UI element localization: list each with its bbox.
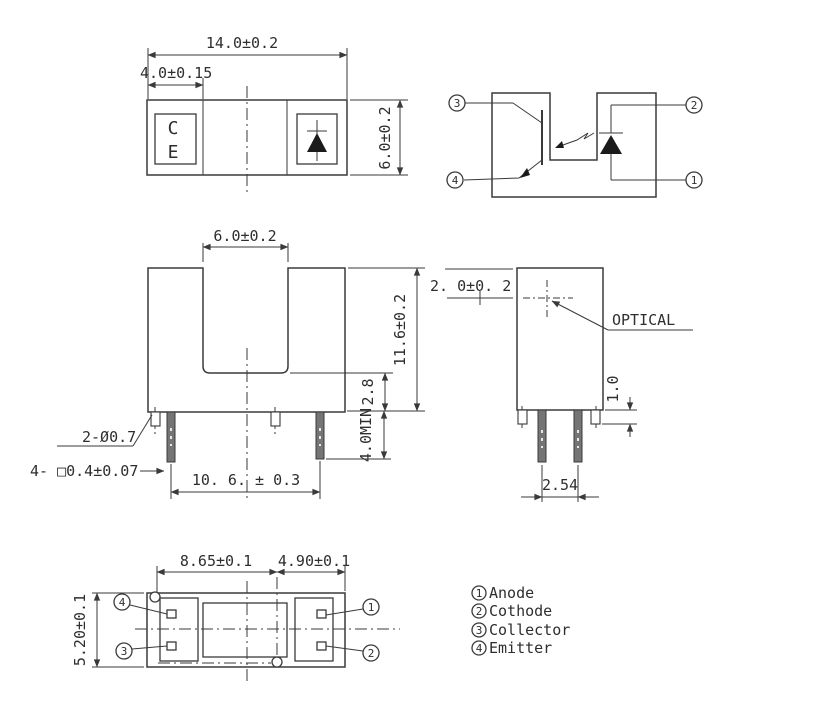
bottom-pin-4: 4 xyxy=(119,596,126,609)
pin-2-number: 2 xyxy=(691,99,698,112)
side-view-leads xyxy=(537,409,583,463)
schematic-pin-1: 1 xyxy=(685,171,703,189)
legend-item-emitter: 4 Emitter xyxy=(471,639,552,657)
top-view-outline xyxy=(146,86,348,196)
dim-emitter-section: 4.0±0.15 xyxy=(140,64,212,82)
dim-slot-width: 6.0±0.2 xyxy=(213,227,276,245)
schematic-pin-2: 2 xyxy=(685,96,703,114)
diode-symbol-top-view xyxy=(307,120,327,161)
optical-axis-crosshair xyxy=(523,280,573,317)
dim-overall-height: 11.6±0.2 xyxy=(391,294,409,366)
legend-num-1: 1 xyxy=(476,587,483,600)
label-optical: OPTICAL xyxy=(612,311,675,329)
schematic-pin-4: 4 xyxy=(446,171,464,189)
dim-overall-width: 14.0±0.2 xyxy=(206,34,278,52)
dim-optical-center: 2. 0±0. 2 xyxy=(430,277,511,295)
side-view-outline xyxy=(516,267,604,411)
side-view: OPTICAL 2. 0±0. 2 1.0 xyxy=(430,267,693,502)
dim-base-height: 2.8 xyxy=(359,378,377,405)
bottom-pin-3: 3 xyxy=(121,645,128,658)
top-view: C E 14.0±0.2 4.0±0.15 6.0±0.2 xyxy=(140,34,408,196)
legend-label-collector: Collector xyxy=(489,621,570,639)
dim-boss-height: 1.0 xyxy=(604,375,622,402)
legend-num-2: 2 xyxy=(476,605,483,618)
phototransistor-symbol xyxy=(463,102,543,181)
dim-detector-section: 4.90±0.1 xyxy=(278,552,350,570)
label-bosses: 2-Ø0.7 xyxy=(82,428,136,446)
front-view-dimensions: 6.0±0.2 11.6±0.2 2.8 4.0MIN 10. 6. ± 0.3… xyxy=(30,227,425,499)
bottom-pin-1: 1 xyxy=(368,601,375,614)
dim-lead-min-length: 4.0MIN xyxy=(357,408,375,462)
dim-lead-pitch: 2.54 xyxy=(542,476,578,494)
legend-label-emitter: Emitter xyxy=(489,639,552,657)
legend-num-4: 4 xyxy=(476,642,483,655)
bottom-view-dimensions: 8.65±0.1 4.90±0.1 5.20±0.1 xyxy=(71,552,350,668)
schematic-outline xyxy=(491,92,657,198)
bottom-view-pin-callouts: 4 3 1 2 xyxy=(113,593,380,662)
front-view-leads xyxy=(166,411,325,463)
optical-callout: OPTICAL xyxy=(551,300,693,331)
side-view-dim-optical: 2. 0±0. 2 xyxy=(430,268,513,305)
legend-item-collector: 3 Collector xyxy=(471,621,570,639)
dim-lead-span: 10. 6. ± 0.3 xyxy=(192,471,300,489)
boss-hole-bottom xyxy=(271,656,283,668)
pin-3-number: 3 xyxy=(454,97,461,110)
schematic: 3 4 2 1 xyxy=(446,92,703,198)
schematic-pin-3: 3 xyxy=(448,94,466,112)
bottom-view: 8.65±0.1 4.90±0.1 5.20±0.1 4 3 1 2 xyxy=(71,552,400,681)
top-view-dimensions: 14.0±0.2 4.0±0.15 6.0±0.2 xyxy=(140,34,408,176)
front-view: 6.0±0.2 11.6±0.2 2.8 4.0MIN 10. 6. ± 0.3… xyxy=(30,227,425,502)
label-leads: 4- □0.4±0.07 xyxy=(30,462,138,480)
boss-hole-top xyxy=(149,591,161,603)
marking-letter-c: C xyxy=(168,118,179,139)
front-view-bosses xyxy=(150,407,281,437)
legend-label-anode: Anode xyxy=(489,584,534,602)
pin-legend: 1 Anode 2 Cothode 3 Collector 4 Emitter xyxy=(471,584,570,657)
side-view-bosses xyxy=(517,406,601,431)
emitter-marking-box xyxy=(154,113,197,165)
side-view-dimensions: 1.0 2.54 xyxy=(521,375,637,502)
marking-letter-e: E xyxy=(168,142,179,163)
pin-4-number: 4 xyxy=(452,174,459,187)
legend-label-cathode: Cothode xyxy=(489,602,552,620)
legend-item-anode: 1 Anode xyxy=(471,584,534,602)
front-view-outline xyxy=(147,267,346,413)
led-symbol xyxy=(599,104,686,181)
legend-num-3: 3 xyxy=(476,624,483,637)
pin-1-number: 1 xyxy=(691,174,698,187)
slot-window xyxy=(202,602,288,658)
bottom-view-outline xyxy=(146,592,346,668)
legend-item-cathode: 2 Cothode xyxy=(471,602,552,620)
bottom-pin-2: 2 xyxy=(368,647,375,660)
bottom-view-centerlines xyxy=(135,577,400,681)
dim-depth: 5.20±0.1 xyxy=(71,594,89,666)
dim-led-span: 8.65±0.1 xyxy=(180,552,252,570)
dim-top-height: 6.0±0.2 xyxy=(376,106,394,169)
light-arrow xyxy=(555,132,595,148)
